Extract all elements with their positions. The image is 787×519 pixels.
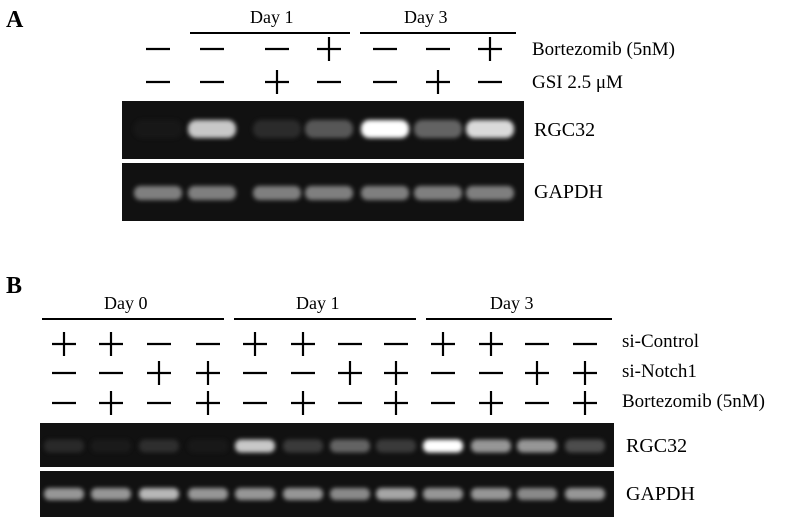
panel-a-group-bar-day3 (360, 32, 516, 34)
panel-b-sign-row0-lane9 (479, 332, 503, 356)
panel-a-sign-row1-lane2 (265, 70, 289, 94)
panel-b-band0-lane6 (330, 439, 370, 453)
panel-b-band0-lane1 (91, 439, 131, 453)
panel-b-sign-row0-lane8 (431, 332, 455, 356)
panel-b-band-label-gapdh: GAPDH (626, 483, 695, 505)
panel-b-condition-si-control: si-Control (622, 331, 700, 352)
panel-a-band1-lane3 (305, 186, 353, 200)
panel-b-group-day1: Day 1 (296, 293, 340, 313)
panel-b-band1-lane2 (139, 488, 179, 500)
panel-a-band0-lane2 (253, 120, 301, 138)
panel-b-band1-lane5 (283, 488, 323, 500)
panel-b-band1-lane6 (330, 488, 370, 500)
panel-b-sign-row1-lane2 (147, 361, 171, 385)
panel-b-band1-lane1 (91, 488, 131, 500)
panel-b-sign-row0-lane4 (243, 332, 267, 356)
panel-b-sign-row0-lane0 (52, 332, 76, 356)
panel-b-sign-row1-lane3 (196, 361, 220, 385)
panel-a-group-bar-day1 (190, 32, 350, 34)
panel-a-band1-lane6 (466, 186, 514, 200)
panel-b-sign-row0-lane5 (291, 332, 315, 356)
panel-b-sign-row2-lane1 (99, 391, 123, 415)
panel-b-sign-row2-lane7 (384, 391, 408, 415)
panel-b-group-bar-day1 (234, 318, 416, 320)
panel-b-band0-lane0 (44, 439, 84, 453)
panel-a-band1-lane0 (134, 186, 182, 200)
panel-b-band0-lane10 (517, 439, 557, 453)
panel-b-band0-lane3 (188, 439, 228, 453)
panel-b-sign-row1-lane6 (338, 361, 362, 385)
panel-b-group-bar-day0 (42, 318, 224, 320)
panel-b-sign-row2-lane11 (573, 391, 597, 415)
panel-b-band0-lane4 (235, 439, 275, 453)
panel-b-sign-row2-lane3 (196, 391, 220, 415)
panel-a-group-day1: Day 1 (250, 7, 294, 27)
panel-a-band-label-gapdh: GAPDH (534, 181, 603, 203)
panel-a-condition-bortezomib: Bortezomib (5nM) (532, 39, 676, 60)
panel-b-condition-bortezomib: Bortezomib (5nM) (622, 391, 766, 412)
panel-a-sign-row1-lane5 (426, 70, 450, 94)
panel-b-band1-lane0 (44, 488, 84, 500)
panel-a-band1-lane5 (414, 186, 462, 200)
panel-b-group-day0: Day 0 (104, 293, 148, 313)
panel-b-letter: B (6, 273, 23, 299)
panel-b-band0-lane8 (423, 439, 463, 453)
panel-b-band-label-rgc32: RGC32 (626, 435, 688, 457)
panel-b-band1-lane8 (423, 488, 463, 500)
panel-a-band1-lane2 (253, 186, 301, 200)
panel-a-band0-lane0 (134, 120, 182, 138)
panel-b-sign-row1-lane10 (525, 361, 549, 385)
panel-b-gel-separator (40, 467, 614, 471)
panel-b-band1-lane7 (376, 488, 416, 500)
panel-a-sign-row0-lane3 (317, 37, 341, 61)
panel-a-condition-gsi: GSI 2.5 μM (532, 72, 623, 93)
panel-a-band0-lane5 (414, 120, 462, 138)
panel-b-band1-lane4 (235, 488, 275, 500)
panel-b-band0-lane7 (376, 439, 416, 453)
panel-b-band1-lane11 (565, 488, 605, 500)
panel-a-band1-lane1 (188, 186, 236, 200)
panel-b-band1-lane10 (517, 488, 557, 500)
panel-a-band0-lane1 (188, 120, 236, 138)
panel-b-group-bar-day3 (426, 318, 612, 320)
panel-b-sign-row2-lane5 (291, 391, 315, 415)
panel-a-gel-separator (122, 159, 524, 163)
panel-b-group-day3: Day 3 (490, 293, 534, 313)
panel-a-band0-lane4 (361, 120, 409, 138)
panel-b-sign-row2-lane9 (479, 391, 503, 415)
panel-a-band1-lane4 (361, 186, 409, 200)
panel-b-band0-lane11 (565, 439, 605, 453)
panel-b-band1-lane9 (471, 488, 511, 500)
panel-b-sign-row1-lane11 (573, 361, 597, 385)
panel-b-condition-si-notch1: si-Notch1 (622, 361, 697, 382)
panel-b-sign-row0-lane1 (99, 332, 123, 356)
panel-b-sign-row1-lane7 (384, 361, 408, 385)
panel-b-band0-lane2 (139, 439, 179, 453)
panel-a-group-day3: Day 3 (404, 7, 448, 27)
panel-b-band1-lane3 (188, 488, 228, 500)
panel-a-band0-lane3 (305, 120, 353, 138)
panel-a-band-label-rgc32: RGC32 (534, 119, 596, 141)
panel-a-sign-row0-lane6 (478, 37, 502, 61)
panel-a-letter: A (6, 7, 24, 33)
panel-b-band0-lane5 (283, 439, 323, 453)
panel-b-band0-lane9 (471, 439, 511, 453)
panel-a-band0-lane6 (466, 120, 514, 138)
